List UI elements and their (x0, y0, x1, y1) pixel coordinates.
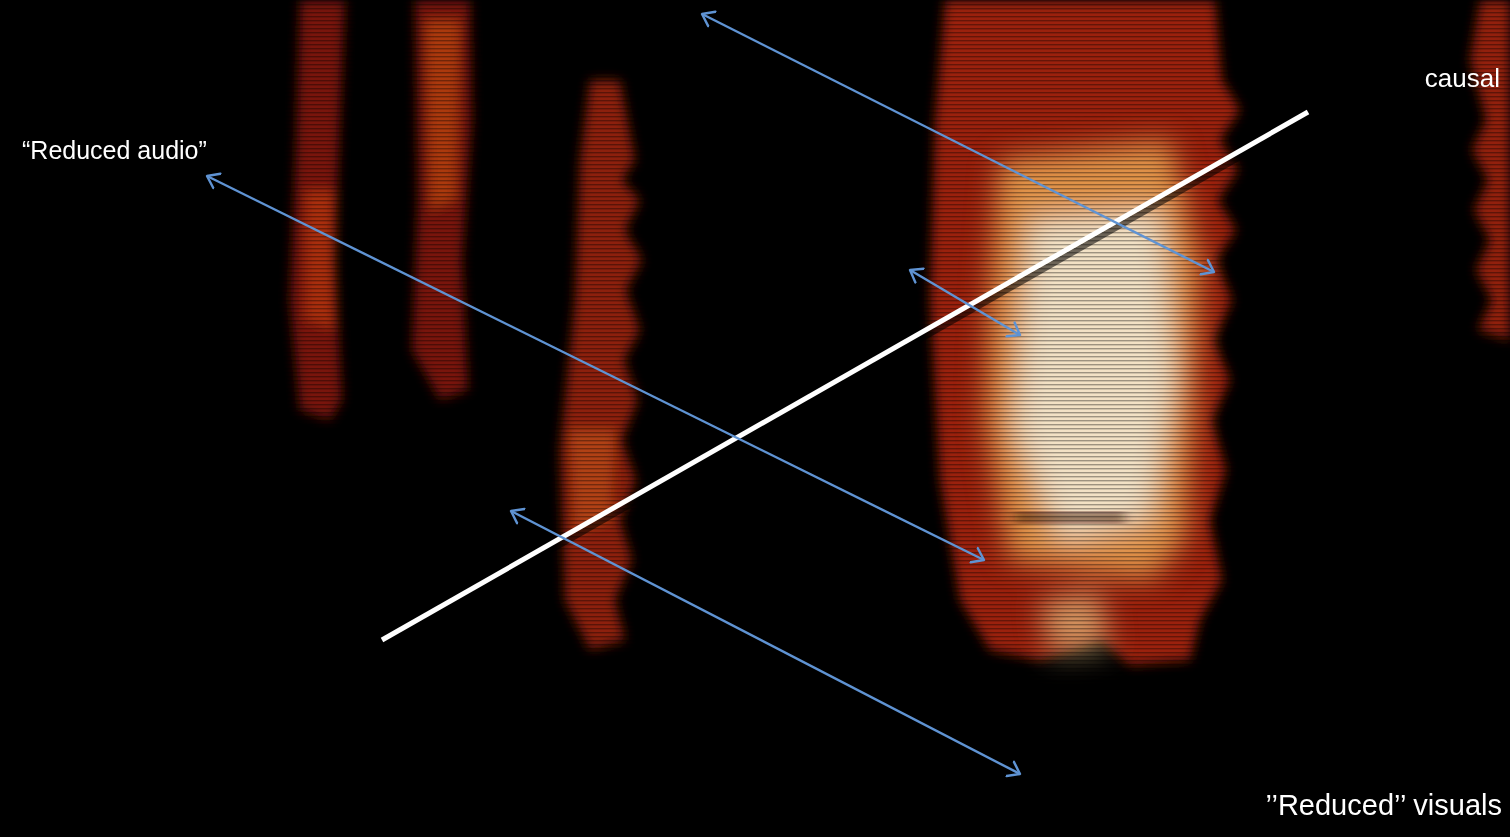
double-arrow (910, 270, 1020, 335)
label-holder: “Reduced audio” (22, 136, 207, 165)
line-label: causal (1425, 64, 1500, 94)
double-arrow (702, 14, 1214, 272)
label-holder: ’’Reduced’’ visuals (1266, 789, 1502, 822)
label-holder: causal (1425, 64, 1500, 94)
causal-line-shadow (386, 116, 1312, 644)
causal-line (382, 112, 1308, 640)
double-arrow (511, 511, 1020, 774)
axis-label: “Reduced audio” (22, 136, 207, 165)
double-arrow (207, 176, 984, 560)
axis-label: ’’Reduced’’ visuals (1266, 789, 1502, 822)
correspondence-arrows (207, 14, 1214, 774)
